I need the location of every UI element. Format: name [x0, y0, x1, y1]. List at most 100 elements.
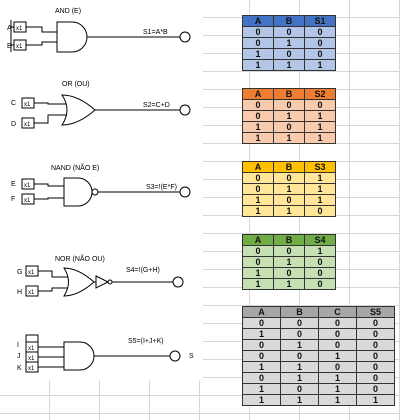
input-f-label: F	[11, 196, 15, 203]
header-cell: S2	[304, 88, 336, 100]
and-output-expression: S1=A*B	[143, 29, 168, 36]
nor-gate-title: NOR (NÃO OU)	[55, 254, 105, 263]
header-cell: B	[273, 88, 305, 100]
and3-gate-icon	[63, 341, 95, 371]
table-cell: 1	[304, 59, 336, 71]
table-cell: 0	[242, 26, 274, 38]
header-cell: S4	[304, 234, 336, 246]
table-cell: 0	[356, 361, 395, 373]
input-k-label: K	[17, 365, 22, 372]
table-cell: 0	[356, 339, 395, 351]
truth-table-header-row: A B S4	[242, 234, 336, 246]
table-cell: 1	[242, 132, 274, 144]
table-cell: 1	[273, 205, 305, 217]
or-gate-group: OR (OU) C D x1 x1 S2=C+D	[11, 81, 191, 129]
and-gate-title: AND (E)	[55, 8, 81, 15]
table-cell: 1	[242, 121, 274, 133]
table-cell: 1	[280, 339, 319, 351]
header-cell: B	[273, 161, 305, 173]
table-cell: 0	[280, 328, 319, 340]
table-cell: 1	[304, 194, 336, 206]
and3-input-j-box-label: x1	[28, 356, 35, 362]
table-cell: 0	[280, 383, 319, 395]
nor-output-expression: S4=!(G+H)	[126, 267, 160, 274]
input-c-label: C	[11, 100, 16, 107]
table-cell: 0	[318, 361, 357, 373]
table-cell: 1	[242, 361, 281, 373]
table-cell: 0	[356, 383, 395, 395]
table-cell: 0	[242, 172, 274, 184]
table-cell: 1	[242, 328, 281, 340]
table-cell: 1	[356, 394, 395, 406]
table-cell: 0	[304, 278, 336, 290]
or-input-wire-c	[34, 102, 68, 105]
diagram-panel	[0, 0, 203, 380]
table-cell: 0	[356, 317, 395, 329]
table-cell: 0	[304, 99, 336, 111]
table-cell: 0	[304, 205, 336, 217]
table-cell: 0	[304, 267, 336, 279]
nor-input-h-box-label: x1	[28, 290, 35, 296]
table-cell: 1	[318, 383, 357, 395]
table-cell: 1	[280, 372, 319, 384]
and3-output-terminal	[169, 350, 181, 362]
table-cell: 1	[304, 245, 336, 257]
or-gate-title: OR (OU)	[62, 81, 90, 88]
header-cell: S1	[304, 15, 336, 27]
table-cell: 0	[304, 26, 336, 38]
table-cell: 0	[273, 48, 305, 60]
table-cell: 1	[273, 256, 305, 268]
table-cell: 0	[273, 99, 305, 111]
truth-table-header-row: A B C S5	[242, 306, 395, 318]
table-cell: 0	[304, 48, 336, 60]
nand-output-expression: S3=!(E*F)	[146, 184, 177, 191]
header-cell: A	[242, 234, 274, 246]
nor-output-terminal	[172, 276, 184, 288]
table-cell: 0	[242, 245, 274, 257]
table-cell: 0	[242, 317, 281, 329]
table-cell: 0	[318, 339, 357, 351]
header-cell: A	[242, 306, 281, 318]
table-cell: 1	[273, 278, 305, 290]
table-cell: 0	[356, 328, 395, 340]
table-cell: 1	[304, 121, 336, 133]
and3-gate-group: I J K x1 x1 x1 S5=(I+J+K) S	[17, 334, 194, 373]
table-cell: 1	[273, 183, 305, 195]
and3-input-k-box-label: x1	[28, 366, 35, 372]
table-cell: 0	[304, 256, 336, 268]
table-cell: 1	[304, 132, 336, 144]
table-cell: 0	[242, 183, 274, 195]
table-cell: 0	[318, 328, 357, 340]
table-cell: 1	[242, 48, 274, 60]
truth-table-header-row: A B S2	[242, 88, 336, 100]
nor-inversion-bubble-icon	[107, 279, 113, 285]
table-cell: 0	[242, 110, 274, 122]
table-cell: 0	[273, 245, 305, 257]
input-b-label: B	[7, 43, 12, 50]
or-output-expression: S2=C+D	[143, 102, 170, 109]
nand-gate-icon	[63, 177, 93, 207]
input-g-label: G	[17, 269, 22, 276]
header-cell: A	[242, 161, 274, 173]
input-a-label: A	[7, 25, 12, 32]
table-cell: 1	[242, 205, 274, 217]
header-cell: B	[273, 15, 305, 27]
table-cell: 1	[242, 394, 281, 406]
table-cell: 0	[242, 37, 274, 49]
